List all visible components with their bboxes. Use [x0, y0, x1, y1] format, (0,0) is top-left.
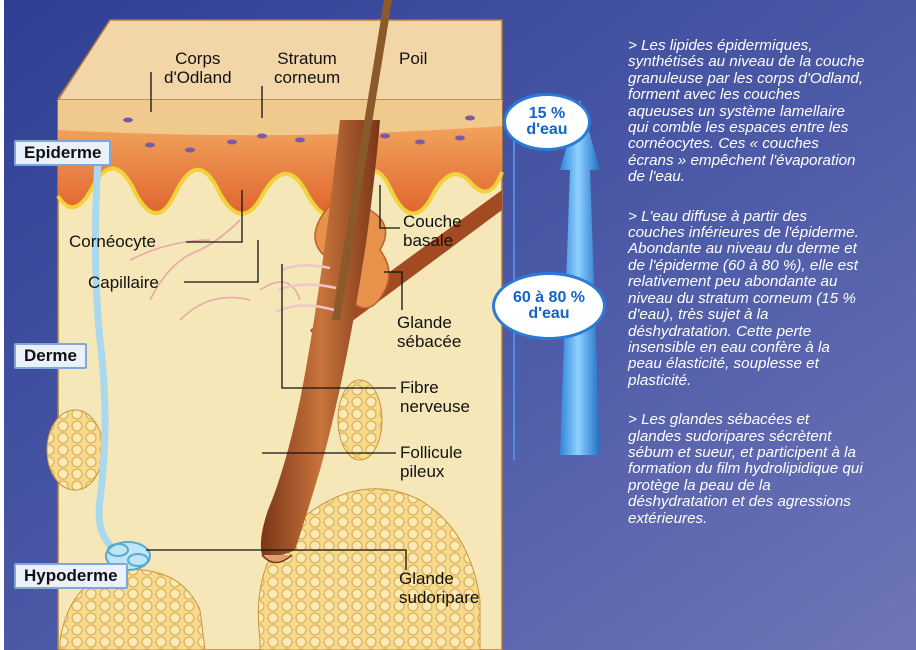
layer-tag-epiderme: Epiderme	[14, 140, 111, 166]
label-glande-sudoripare: Glande sudoripare	[399, 569, 479, 607]
water-badge-top: 15 % d'eau	[503, 93, 591, 151]
water-bottom-unit: d'eau	[528, 306, 569, 322]
label-glande-sebacee: Glande sébacée	[397, 313, 461, 351]
explanation-notes: > Les lipides épidermiques, synthétisés …	[628, 38, 916, 550]
label-capillaire: Capillaire	[88, 273, 159, 292]
note-lipides: > Les lipides épidermiques, synthétisés …	[628, 38, 916, 186]
label-fibre-nerveuse: Fibre nerveuse	[400, 378, 470, 416]
note-eau: > L'eau diffuse à partir des couches inf…	[628, 209, 916, 389]
stratum-corneum-layer	[58, 100, 502, 135]
label-corneocyte: Cornéocyte	[69, 232, 156, 251]
water-badge-bottom: 60 à 80 % d'eau	[492, 272, 606, 340]
layer-tag-derme: Derme	[14, 343, 87, 369]
water-bottom-value: 60 à 80 %	[513, 290, 585, 306]
layer-tag-hypoderme: Hypoderme	[14, 563, 128, 589]
label-corps-odland: Corps d'Odland	[164, 49, 232, 87]
note-glandes: > Les glandes sébacées et glandes sudori…	[628, 412, 916, 527]
label-poil: Poil	[399, 49, 427, 68]
label-couche-basale: Couche basale	[403, 212, 462, 250]
water-top-unit: d'eau	[526, 122, 567, 138]
water-top-value: 15 %	[529, 106, 565, 122]
label-stratum-corneum: Stratum corneum	[274, 49, 340, 87]
label-follicule-pileux: Follicule pileux	[400, 443, 462, 481]
